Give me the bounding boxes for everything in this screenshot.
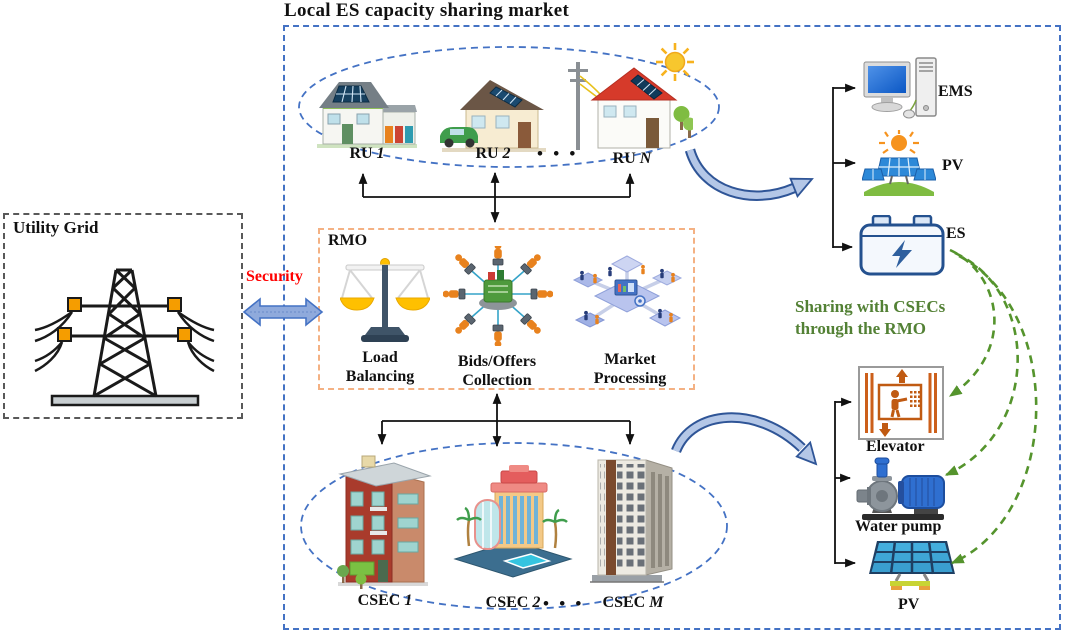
market-boundary-box [283, 25, 1061, 630]
elevator-label: Elevator [866, 438, 925, 455]
bids-offers-label: Bids/Offers Collection [457, 353, 537, 389]
ems-computer-icon [863, 57, 937, 119]
market-processing-label: Market Processing [593, 351, 667, 387]
pv-sun-icon [862, 130, 936, 196]
water-pump-icon [856, 457, 945, 520]
csecm-building-icon [590, 459, 673, 583]
transmission-tower-icon [34, 268, 215, 407]
pv-ru-label: PV [942, 157, 964, 174]
figure-title: Local ES capacity sharing market [284, 0, 570, 21]
es-label: ES [946, 225, 966, 242]
ru-group-ellipse [298, 46, 720, 168]
load-balancing-label: Load Balancing [345, 349, 415, 385]
csec2-building-icon [453, 465, 573, 578]
ru-ellipsis: • • • [537, 144, 579, 163]
ems-label: EMS [938, 83, 973, 100]
ru1-house-icon [317, 82, 417, 148]
run-house-icon [568, 62, 693, 150]
rmo-label: RMO [328, 232, 368, 249]
sharing-note: Sharing with CSECs through the RMO [795, 297, 946, 338]
elevator-icon [858, 366, 944, 440]
bids-collection-icon [443, 246, 553, 346]
sun-icon [656, 43, 694, 81]
csec1-building-icon [337, 455, 432, 589]
balance-scale-icon [340, 258, 430, 342]
csec-group-ellipse [300, 442, 728, 610]
security-label: Security [246, 268, 303, 285]
utility-grid-label: Utility Grid [13, 218, 99, 237]
utility-grid-box: Utility Grid [3, 213, 243, 419]
ru2-house-icon [440, 80, 546, 152]
pv-panel-icon [869, 540, 955, 590]
water-pump-label: Water pump [855, 518, 942, 535]
csec-ellipsis: • • • [543, 594, 585, 613]
pv-csec-label: PV [898, 596, 920, 613]
market-processing-icon [572, 255, 683, 328]
es-battery-icon [859, 215, 945, 276]
security-doublearrow-icon [242, 297, 324, 327]
